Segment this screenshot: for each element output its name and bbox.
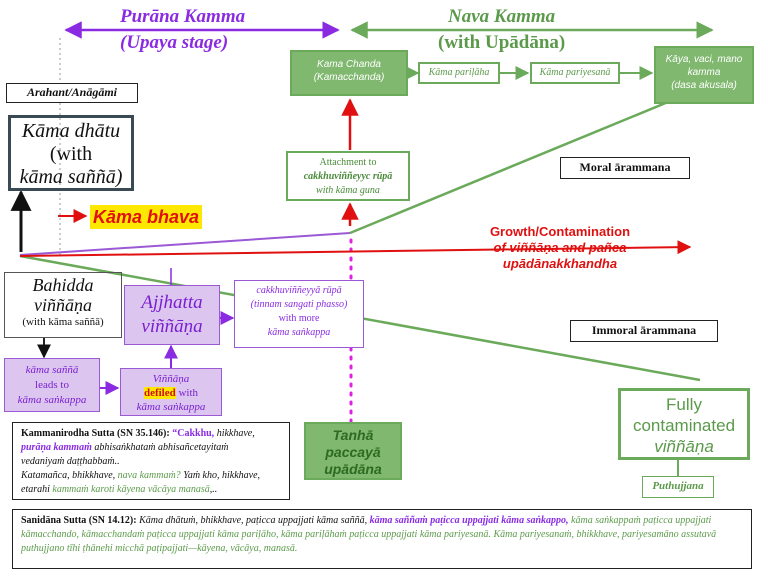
- kamma-l3b: nava kammaṁ?: [117, 470, 181, 481]
- kama-sanna-box: kāma saññā leads to kāma saṅkappa: [4, 358, 100, 412]
- kaya-line-1: Kāya, vaci, mano: [665, 54, 743, 65]
- attachment-box: Attachment to cakkhuviññeyyc rūpā with k…: [286, 151, 410, 201]
- ajjhatta-vinnana-box: Ajjhatta viññāṇa: [124, 285, 220, 345]
- defiled-highlight: defiled: [143, 387, 176, 399]
- tanha-paccaya-upadana-box: Tanhā paccayā upādāna: [304, 422, 402, 480]
- kama-dhatu-line-1: Kāma dhātu: [21, 120, 121, 142]
- kama-parilaha-box: Kāma pariḷāha: [418, 62, 500, 84]
- sani-d: saṅkappaṁ paṭicca uppajjati kāmacchando,…: [21, 515, 712, 540]
- kamma-q1: “Cakkhu,: [172, 428, 215, 439]
- cakkhu-line-2: (tinnam sangati phasso): [250, 299, 348, 310]
- kama-dhatu-box: Kāma dhātu (with kāma saññā): [8, 115, 134, 191]
- nava-subtitle: (with Upādāna): [438, 32, 566, 53]
- nava-title: Nava Kamma: [448, 6, 556, 27]
- ajjhatta-line-2: viññāṇa: [141, 316, 203, 337]
- kammanirodha-sutta-box: Kammanirodha Sutta (SN 35.146): “Cakkhu,…: [12, 422, 290, 500]
- sanidana-sutta-box: Sanidāna Sutta (SN 14.12): Kāma dhātuṁ, …: [12, 509, 752, 569]
- sani-a: Kāma dhātuṁ, bhikkhave, paṭicca uppajjat…: [136, 515, 370, 526]
- kama-bhava-label: Kāma bhava: [90, 205, 202, 229]
- kaya-line-3: (dasa akusala): [671, 80, 737, 91]
- bahidda-line-3: (with kāma saññā): [22, 316, 104, 328]
- growth-line-2: of viññāṇa and pañca: [493, 240, 627, 255]
- chanda-line-1: Kama Chanda: [317, 59, 381, 70]
- immoral-arammana-label: Immoral ārammana: [570, 320, 718, 342]
- sanna-line-1: kāma saññā: [25, 364, 79, 376]
- ajjhatta-line-1: Ajjhatta: [141, 292, 203, 313]
- fully-line-1: Fully: [666, 395, 702, 414]
- purple-fan-line: [19, 232, 351, 256]
- kamma-l4b: kammaṁ karoti kāyena vācāya manasā: [52, 484, 210, 495]
- purana-title: Purāna Kamma: [120, 6, 246, 27]
- sani-c: kāma: [568, 515, 593, 526]
- kamma-t1: hikkhave,: [214, 428, 255, 439]
- puthujjana-label: Puthujjana: [642, 476, 714, 498]
- kamma-title: Kammanirodha Sutta (SN 35.146):: [21, 428, 170, 439]
- defiled-line-1: Viññāṇa: [152, 373, 190, 385]
- chanda-line-2: (Kamacchanda): [313, 72, 385, 83]
- growth-line-1: Growth/Contamination: [489, 224, 631, 239]
- fully-line-3: viññāṇa: [654, 437, 714, 456]
- tanha-line-3: upādāna: [324, 461, 382, 477]
- sani-b: kāma saññaṁ paṭicca uppajjati kāma saṅka…: [369, 515, 569, 526]
- bahidda-line-1: Bahidda: [32, 275, 94, 295]
- defiled-box: Viññāṇa defiled with kāma saṅkappa: [120, 368, 222, 416]
- attach-line-1: Attachment to: [319, 157, 377, 168]
- cakkhu-rupa-box: cakkhuviññeyyā rūpā (tinnam sangati phas…: [234, 280, 364, 348]
- kamma-l3a: Katamañca, bhikkhave,: [21, 470, 118, 481]
- cakkhu-line-4: kāma saṅkappa: [267, 327, 331, 338]
- defiled-line-4: kāma saṅkappa: [136, 401, 206, 413]
- arahant-label: Arahant/Anāgāmi: [6, 83, 138, 103]
- tanha-line-1: Tanhā: [332, 427, 374, 443]
- kama-dhatu-line-3: kāma saññā): [19, 166, 123, 188]
- kamma-l4c: ,..: [209, 484, 218, 495]
- bahidda-line-2: viññāṇa: [34, 295, 92, 315]
- kamma-l2: vedaniyaṁ daṭṭhabbaṁ..: [21, 456, 120, 467]
- sani-title: Sanidāna Sutta (SN 14.12):: [21, 515, 137, 526]
- kama-chanda-box: Kama Chanda (Kamacchanda): [290, 50, 408, 96]
- sanna-line-2: leads to: [35, 379, 69, 391]
- kamma-l1c: abhisaṅkhataṁ abhisañcetayitaṁ: [91, 442, 229, 453]
- red-growth-arrow: [19, 240, 692, 257]
- defiled-with: with: [178, 387, 199, 399]
- kamma-l3c: Yaṁ kho, hikkhave,: [180, 470, 261, 481]
- green-upper-line: [349, 100, 669, 235]
- kamma-l4a: etarahi: [21, 484, 53, 495]
- moral-arammana-label: Moral ārammana: [560, 157, 690, 179]
- kamma-l1b: purāṇa kammaṁ: [21, 442, 92, 453]
- fully-line-2: contaminated: [632, 416, 736, 435]
- sanna-line-3: kāma saṅkappa: [17, 394, 87, 406]
- kaya-line-2: kamma: [687, 67, 721, 78]
- bahidda-vinnana-box: Bahidda viññāṇa (with kāma saññā): [4, 272, 122, 338]
- fully-contaminated-box: Fully contaminated viññāṇa: [618, 388, 750, 460]
- purana-subtitle: (Upaya stage): [120, 32, 229, 53]
- cakkhu-line-1: cakkhuviññeyyā rūpā: [256, 285, 342, 296]
- sani-e: Kāma pariyesanaṁ, bhikkhave, pariyesamān…: [21, 529, 717, 554]
- growth-contamination-text: Growth/Contamination of viññāṇa and pañc…: [455, 224, 665, 272]
- kama-dhatu-line-2: (with: [49, 143, 93, 165]
- cakkhu-line-3: with more: [278, 313, 320, 324]
- kaya-vaci-mano-box: Kāya, vaci, mano kamma (dasa akusala): [654, 46, 754, 104]
- kama-pariyesana-box: Kāma pariyesanā: [530, 62, 620, 84]
- attach-line-2: cakkhuviññeyyc rūpā: [303, 171, 393, 182]
- tanha-line-2: paccayā: [325, 444, 381, 460]
- attach-line-3: with kāma guna: [316, 185, 380, 196]
- growth-line-3: upādānakkhandha: [502, 256, 618, 271]
